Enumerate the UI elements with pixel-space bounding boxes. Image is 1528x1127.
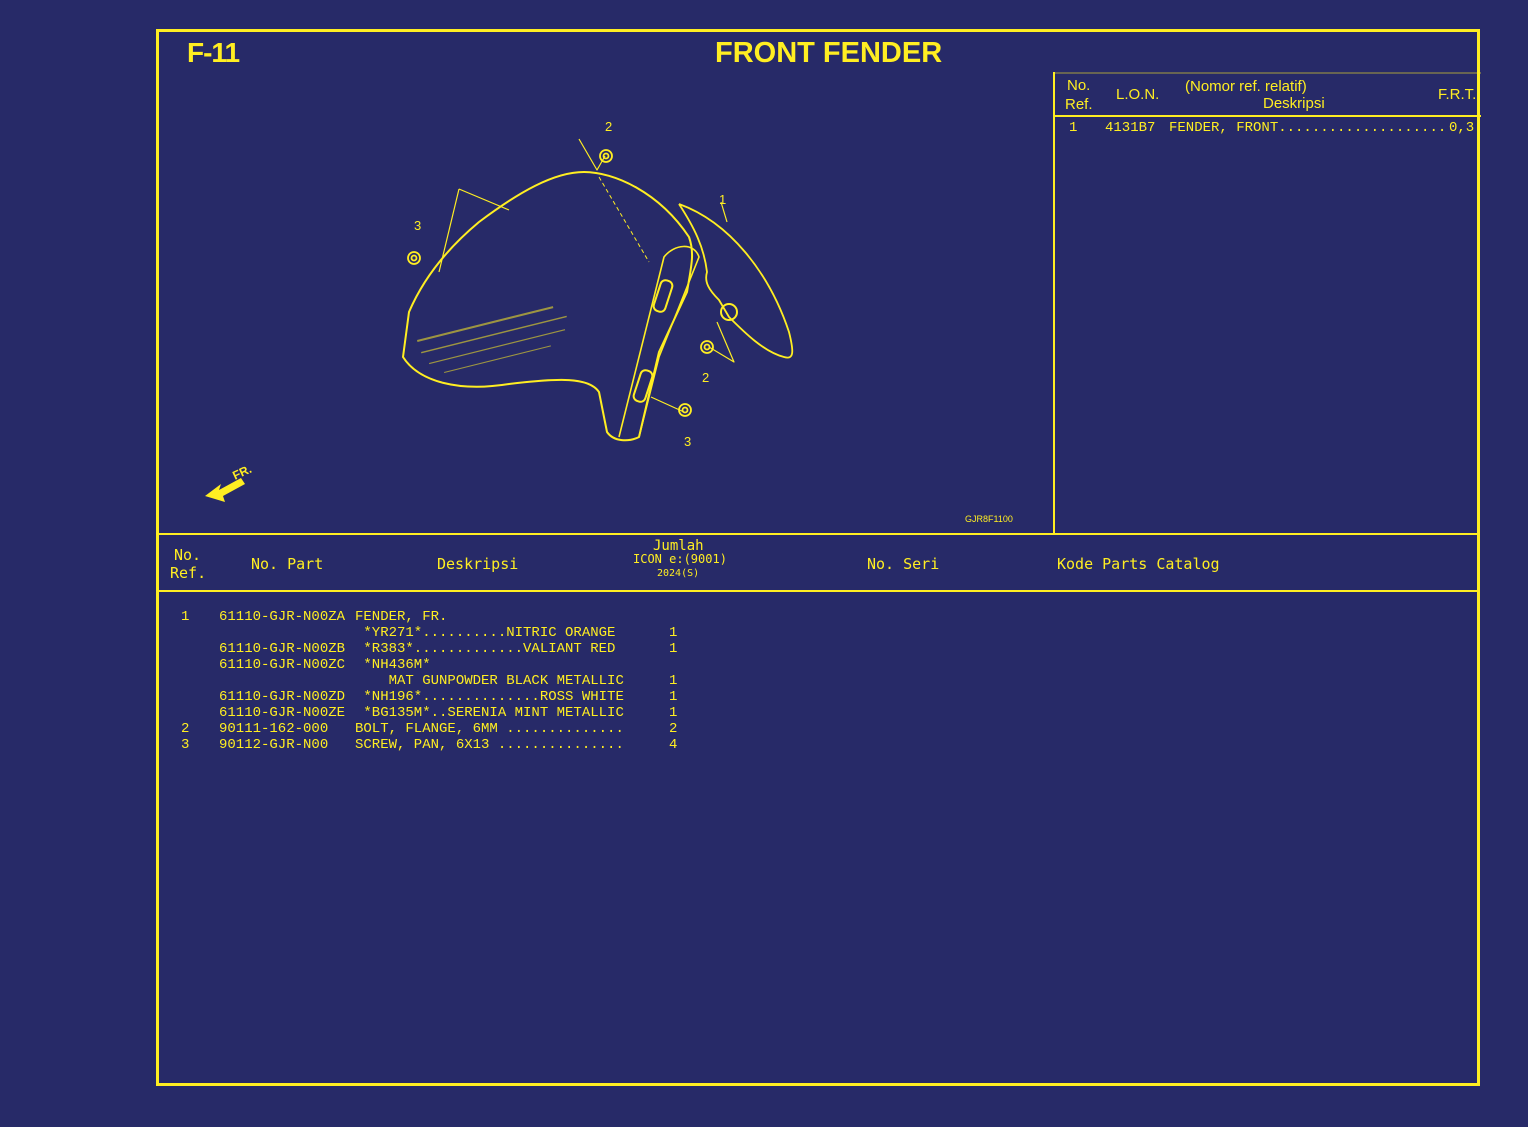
leader-2-dash [598, 176, 650, 263]
row-part: 90111-162-000 [219, 721, 329, 737]
fender-texture [417, 306, 567, 373]
ref-header-line [1055, 115, 1481, 117]
parts-header-no: No. [174, 546, 202, 564]
fork-plate [618, 245, 700, 438]
parts-header-model: ICON e:(9001) [633, 552, 727, 566]
callout-1: 1 [719, 192, 726, 207]
parts-header-jumlah: Jumlah [653, 538, 704, 554]
callout-2-right: 2 [702, 370, 709, 385]
row-qty: 1 [669, 673, 678, 689]
ref-header-ref: Ref. [1065, 96, 1093, 113]
row-qty: 1 [669, 641, 678, 657]
row-part: 61110-GJR-N00ZD [219, 689, 346, 705]
ref-row-lon: 4131B7 [1105, 120, 1156, 136]
row-desc: FENDER, FR. [355, 609, 448, 625]
row-qty: 1 [669, 625, 678, 641]
row-qty: 1 [669, 705, 678, 721]
row-ref: 2 [181, 721, 190, 737]
row-desc: BOLT, FLANGE, 6MM .............. [355, 721, 624, 737]
leader-1 [720, 201, 728, 223]
row-desc: *YR271*..........NITRIC ORANGE [355, 625, 616, 641]
ref-header-lon: L.O.N. [1116, 86, 1160, 103]
ref-row-desc: FENDER, FRONT.................... [1169, 120, 1447, 136]
fender-outline [402, 171, 694, 442]
parts-header-catalog: Kode Parts Catalog [1057, 555, 1220, 573]
row-qty: 4 [669, 737, 678, 753]
row-desc: *NH436M* [355, 657, 431, 673]
parts-header-part: No. Part [251, 555, 324, 573]
row-ref: 1 [181, 609, 190, 625]
screw-icon [678, 403, 692, 417]
diagram-bottom-line [159, 533, 1479, 535]
leader-2-right [708, 321, 735, 363]
parts-header-year: 2024(S) [657, 568, 700, 579]
section-code: F-11 [187, 37, 240, 68]
mount-slot-lower [632, 369, 654, 403]
row-ref: 3 [181, 737, 190, 753]
parts-header-line [159, 590, 1479, 592]
catalog-frame: F-11 FRONT FENDER [156, 29, 1481, 1086]
row-part: 61110-GJR-N00ZA [219, 609, 346, 625]
bolt-icon [599, 149, 613, 163]
row-qty: 2 [669, 721, 678, 737]
page-title: FRONT FENDER [715, 37, 943, 69]
mount-slot-upper [652, 279, 674, 313]
row-desc: SCREW, PAN, 6X13 ............... [355, 737, 624, 753]
ref-header-desc: Deskripsi [1263, 95, 1325, 112]
ref-table-divider [1053, 72, 1055, 534]
row-part: 61110-GJR-N00ZC [219, 657, 346, 673]
row-qty: 1 [669, 689, 678, 705]
row-desc: *BG135M*..SERENIA MINT METALLIC [355, 705, 624, 721]
row-desc: *R383*.............VALIANT RED [355, 641, 616, 657]
row-part: 90112-GJR-N00 [219, 737, 329, 753]
parts-header-desc: Deskripsi [437, 555, 519, 573]
ref-row-no: 1 [1069, 120, 1078, 136]
leader-3-left [438, 188, 510, 273]
row-part: 61110-GJR-N00ZE [219, 705, 346, 721]
callout-3-left: 3 [414, 218, 421, 233]
rear-fin [678, 203, 794, 359]
parts-header-seri: No. Seri [867, 555, 940, 573]
parts-header-ref: Ref. [170, 564, 207, 582]
ref-row-frt: 0,3 [1449, 120, 1475, 136]
ref-header-frt: F.R.T. [1438, 86, 1477, 103]
callout-2-top: 2 [605, 119, 612, 134]
ref-header-no: No. [1067, 77, 1091, 94]
mount-hole-rear [720, 303, 738, 321]
fender-diagram: FR. 1 2 2 3 3 [205, 119, 794, 502]
front-direction-arrow-icon [205, 478, 245, 502]
callout-3-bottom: 3 [684, 434, 691, 449]
ref-header-nomor: (Nomor ref. relatif) [1185, 78, 1307, 95]
screw-icon [407, 251, 421, 265]
direction-label: FR. [230, 462, 253, 483]
bolt-icon [700, 340, 714, 354]
row-desc: *NH196*..............ROSS WHITE [355, 689, 624, 705]
ref-header-line-top [1055, 72, 1481, 74]
row-desc: MAT GUNPOWDER BLACK METALLIC [355, 673, 624, 689]
row-part: 61110-GJR-N00ZB [219, 641, 346, 657]
drawing-code: GJR8F1100 [965, 514, 1013, 524]
